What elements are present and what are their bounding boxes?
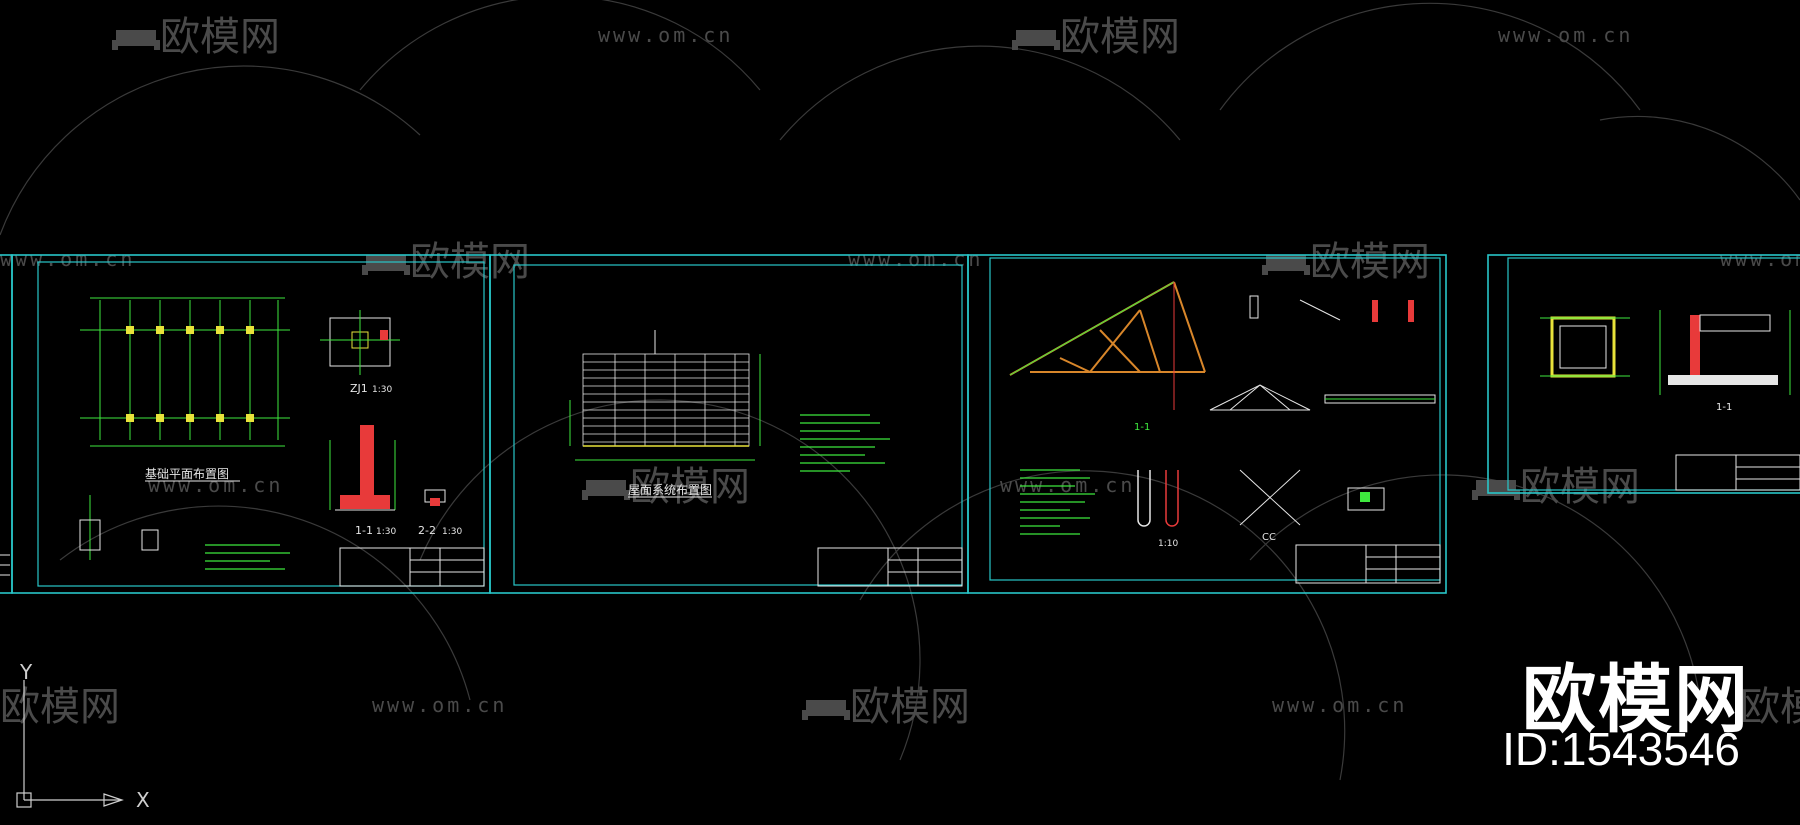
title-block: [1675, 454, 1800, 491]
sofa-icon: [802, 700, 850, 720]
sofa-icon: [1262, 255, 1310, 275]
watermark-url: www.om.cn: [1272, 693, 1407, 717]
foundation-grid: [80, 297, 290, 447]
watermark-brand: 欧模网: [1060, 14, 1180, 60]
sheet-caption: 基础平面布置图: [145, 467, 229, 481]
sofa-icon: [582, 480, 630, 500]
sheet-caption: 2-2: [418, 524, 436, 537]
watermark-brand: 欧模网: [850, 684, 970, 730]
brand-overlay-id: ID:1543546: [1502, 723, 1740, 775]
watermark-brand-group: 欧模网 欧模网 欧模网 欧模网 欧模网 欧模网 欧模网 欧模网 欧模网: [0, 14, 1800, 730]
watermark-brand: 欧模网: [160, 14, 280, 60]
sheet-foundation-plan[interactable]: 基础平面布置图 ZJ1 1:30 1-1 1:30 2-2 1:30: [11, 254, 491, 594]
watermark-brand: 欧模网: [1310, 239, 1430, 285]
truss-notes: [1020, 469, 1095, 535]
watermark-sofa-icons: [112, 30, 1520, 720]
sheet-caption: ZJ1: [350, 382, 368, 395]
watermark-url-group: www.om.cn www.om.cn www.om.cn www.om.cn …: [0, 23, 1800, 717]
watermark-brand: 欧模网: [1520, 464, 1640, 510]
sheet-caption: 1:30: [442, 527, 462, 537]
watermark-url: www.om.cn: [848, 247, 983, 271]
watermark-url: www.om.cn: [0, 247, 135, 271]
sheet-partial-left[interactable]: [0, 254, 13, 594]
watermark-url: www.om.cn: [148, 473, 283, 497]
watermark-brand: 欧模网: [630, 464, 750, 510]
sheet-caption: 屋面系统布置图: [628, 483, 712, 497]
title-block: [817, 547, 963, 587]
sheet-caption: 1:10: [1158, 539, 1178, 549]
sofa-icon: [112, 30, 160, 50]
sheet-caption: 1-1: [1134, 422, 1150, 433]
sheet-pit-detail[interactable]: 1-1: [1487, 254, 1800, 494]
sheet-caption: CC: [1262, 532, 1276, 543]
sheet-caption: 1:30: [376, 527, 396, 537]
truss-elevation: [1009, 281, 1206, 376]
sofa-icon: [1012, 30, 1060, 50]
foundation-notes: [205, 544, 290, 570]
sheet-caption: 1-1: [1716, 402, 1732, 413]
title-block: [1295, 544, 1441, 584]
title-block: [339, 547, 485, 587]
watermark-url: www.om.cn: [1720, 247, 1800, 271]
roof-purlins: [582, 353, 750, 447]
sheet-truss-details[interactable]: 1-1 1:10 CC: [967, 254, 1447, 594]
ucs-x-label: X: [136, 788, 150, 812]
watermark-url: www.om.cn: [1000, 473, 1135, 497]
roof-notes: [800, 414, 890, 472]
sheet-caption: 1:30: [372, 385, 392, 395]
ucs-icon: [16, 680, 124, 808]
sheet-caption: 1-1: [355, 524, 373, 537]
watermark-url: www.om.cn: [1498, 23, 1633, 47]
watermark-brand: 欧模网: [1740, 684, 1800, 730]
watermark-url: www.om.cn: [372, 693, 507, 717]
brand-overlay-logo: 欧模网: [1522, 657, 1750, 743]
foundation-footings: [126, 326, 254, 422]
sofa-icon: [362, 255, 410, 275]
watermark-brand: 欧模网: [0, 684, 120, 730]
ucs-y-label: Y: [20, 660, 33, 684]
sheet-roof-system[interactable]: 屋面系统布置图: [489, 254, 969, 594]
watermark-url: www.om.cn: [598, 23, 733, 47]
